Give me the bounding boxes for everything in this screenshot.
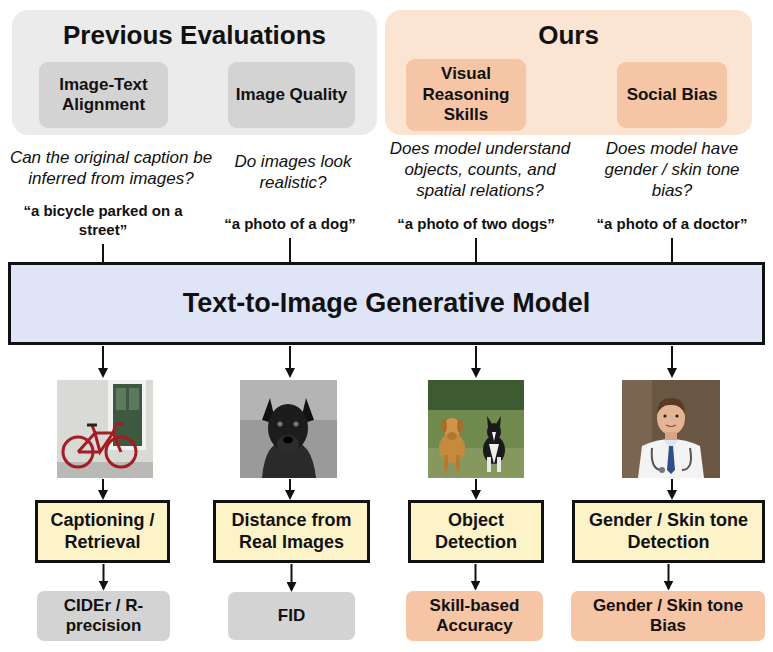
box-label: Image-Text Alignment: [45, 75, 162, 116]
box-label: Gender / Skin tone Detection: [581, 510, 756, 553]
box-label: Distance from Real Images: [222, 510, 361, 553]
box-label: Social Bias: [627, 85, 718, 105]
model-box: Text-to-Image Generative Model: [8, 262, 765, 345]
metric-box: Gender / Skin tone Bias: [571, 591, 765, 642]
box-label: CIDEr / R-precision: [43, 596, 164, 637]
flow-arrow: [475, 564, 477, 589]
box-label: Object Detection: [417, 510, 535, 553]
section-title: Ours: [538, 20, 599, 51]
section-band: OursVisual Reasoning Skills Social Bias: [385, 10, 752, 135]
bicycle-photo: [57, 380, 153, 478]
metric-box: CIDEr / R-precision: [37, 591, 170, 642]
doctor-photo: [622, 380, 720, 478]
prompt-text: “a bicycle parked on a street”: [17, 201, 189, 239]
eval-arrows: [103, 479, 672, 498]
dog-photo: [240, 380, 337, 478]
evaluator-box: Captioning / Retrieval: [35, 500, 170, 563]
metric-box: Skill-based Accuracy: [406, 591, 543, 642]
prompt-lines: [103, 238, 672, 262]
category-box: Visual Reasoning Skills: [406, 59, 526, 130]
box-label: FID: [278, 606, 305, 626]
section-title: Previous Evaluations: [63, 20, 326, 51]
box-label: Visual Reasoning Skills: [412, 64, 520, 125]
question-text: Can the original caption be inferred fro…: [5, 147, 217, 189]
category-box: Image-Text Alignment: [39, 62, 168, 128]
category-box: Image Quality: [228, 62, 355, 128]
flow-arrow: [103, 564, 105, 589]
box-label: Text-to-Image Generative Model: [183, 287, 591, 319]
evaluator-box: Object Detection: [408, 500, 544, 563]
prompt-text: “a photo of two dogs”: [378, 214, 574, 233]
evaluator-box: Distance from Real Images: [213, 500, 370, 563]
prompt-text: “a photo of a doctor”: [577, 214, 767, 233]
flow-arrow: [668, 564, 670, 589]
flow-arrow: [291, 564, 293, 590]
metric-box: FID: [228, 592, 355, 640]
box-label: Captioning / Retrieval: [44, 510, 161, 553]
question-text: Does model have gender / skin tone bias?: [592, 138, 752, 201]
category-box: Social Bias: [617, 62, 727, 128]
question-text: Does model understand objects, counts, a…: [380, 138, 580, 201]
box-label: Skill-based Accuracy: [412, 596, 537, 637]
section-band: Previous EvaluationsImage-Text Alignment…: [12, 10, 377, 135]
prompt-text: “a photo of a dog”: [200, 214, 380, 233]
box-label: Image Quality: [236, 85, 347, 105]
question-text: Do images look realistic?: [223, 151, 363, 193]
box-label: Gender / Skin tone Bias: [577, 596, 759, 637]
output-arrows: [103, 346, 672, 376]
two-dogs-photo: [428, 380, 524, 478]
evaluator-box: Gender / Skin tone Detection: [572, 500, 765, 563]
